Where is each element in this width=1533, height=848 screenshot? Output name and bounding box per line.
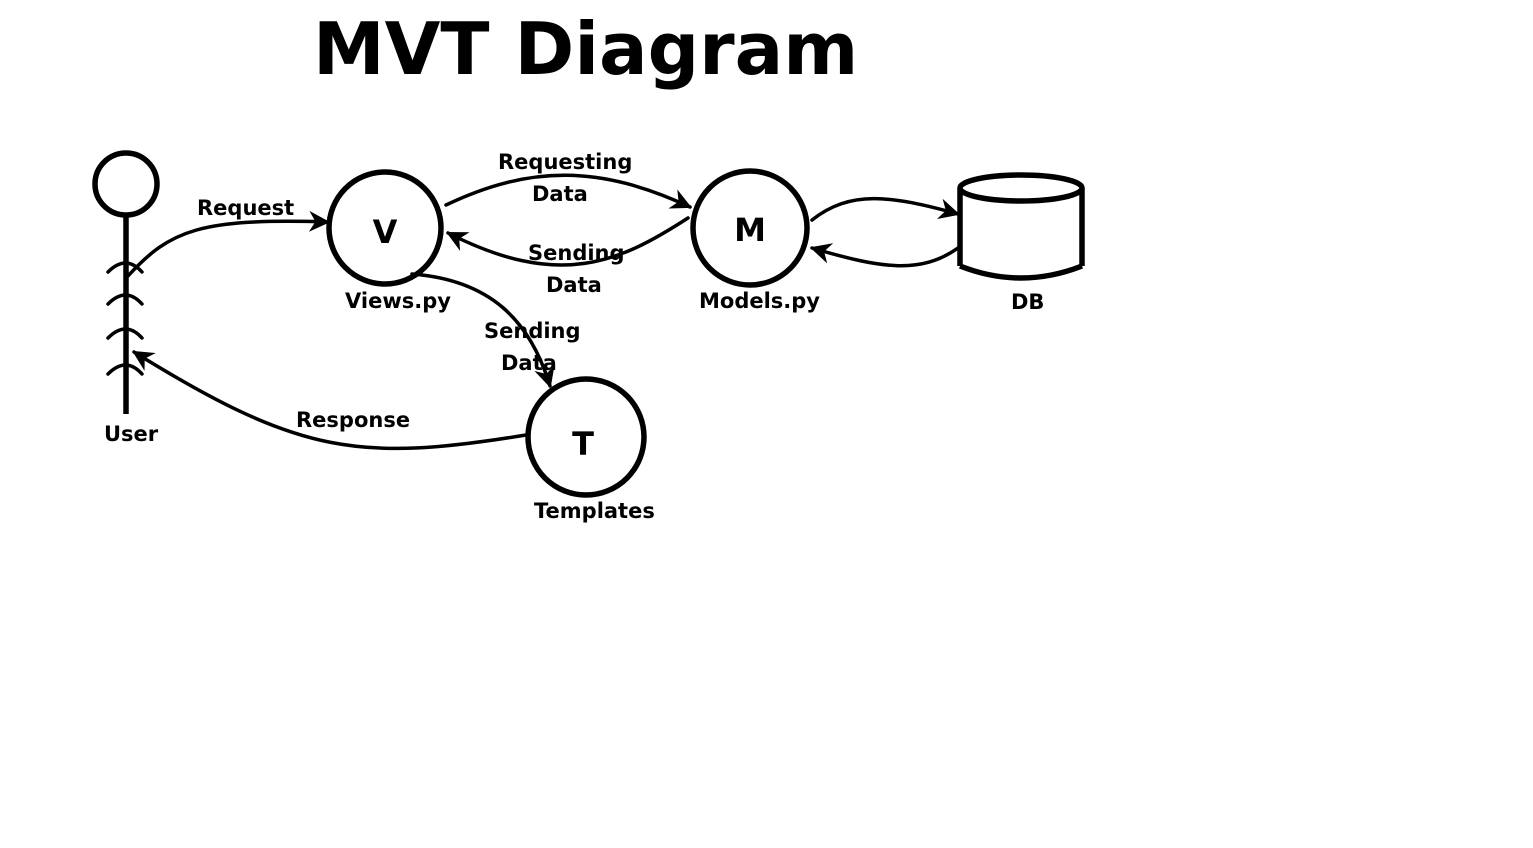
user-label: User bbox=[104, 422, 159, 446]
db-to-models-arrow bbox=[809, 243, 960, 268]
user-rib bbox=[106, 363, 144, 376]
db-cylinder bbox=[957, 172, 1085, 281]
request-arrow bbox=[126, 210, 331, 278]
response-arrow bbox=[132, 350, 528, 451]
user-rib bbox=[106, 261, 144, 274]
templates-sending-label-line2: Data bbox=[501, 351, 557, 375]
views-to-templates-arrow bbox=[410, 272, 555, 389]
models-to-db-arrow bbox=[810, 196, 961, 222]
models-letter: M bbox=[734, 211, 766, 249]
models-node bbox=[690, 168, 810, 288]
user-head bbox=[92, 150, 160, 218]
templates-letter: T bbox=[572, 425, 594, 463]
page-title: MVT Diagram bbox=[313, 7, 858, 91]
requesting-data-label-line2: Data bbox=[532, 182, 588, 206]
db-label: DB bbox=[1011, 290, 1044, 314]
sending-data-arrow bbox=[446, 216, 690, 267]
response-label: Response bbox=[296, 408, 410, 432]
user-rib bbox=[106, 293, 144, 306]
views-letter: V bbox=[373, 213, 398, 251]
sending-data-label-line1: Sending bbox=[528, 241, 625, 265]
requesting-data-label-line1: Requesting bbox=[498, 150, 632, 174]
templates-label: Templates bbox=[534, 499, 655, 523]
user-actor bbox=[92, 150, 160, 414]
templates-sending-label-line1: Sending bbox=[484, 319, 581, 343]
requesting-data-arrow bbox=[444, 173, 692, 209]
user-rib bbox=[106, 327, 144, 340]
models-label: Models.py bbox=[699, 289, 820, 313]
templates-node bbox=[525, 376, 647, 498]
sending-data-label-line2: Data bbox=[546, 273, 602, 297]
views-label: Views.py bbox=[345, 289, 451, 313]
request-label: Request bbox=[197, 196, 294, 220]
